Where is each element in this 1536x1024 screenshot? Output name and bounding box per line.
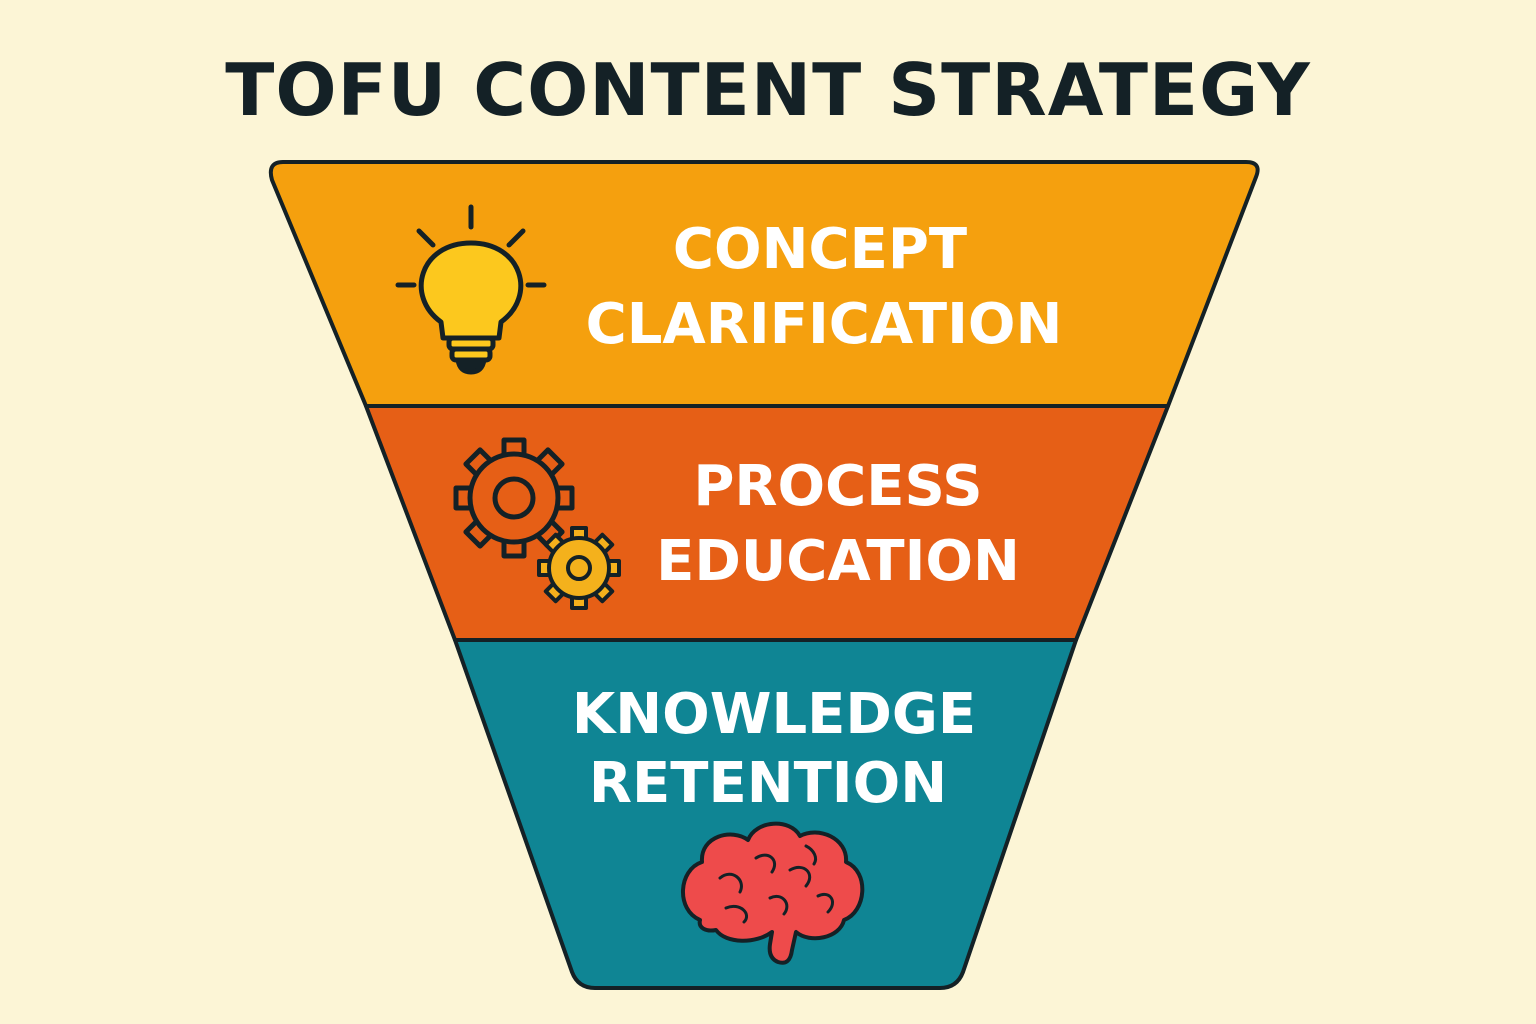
funnel-stage-process-education: PROCESS EDUCATION: [364, 404, 1170, 642]
stage-label-line1: PROCESS: [693, 454, 982, 519]
lightbulb-icon: [395, 204, 547, 375]
stage-label-line2: EDUCATION: [656, 529, 1020, 594]
page-title: TOFU CONTENT STRATEGY: [225, 48, 1311, 132]
funnel-stage-concept-clarification: CONCEPT CLARIFICATION: [268, 160, 1260, 408]
stage-band: [453, 638, 1078, 990]
stage-label-line2: CLARIFICATION: [586, 292, 1063, 357]
large-gear-icon: [453, 437, 575, 559]
brain-icon: [681, 821, 865, 965]
funnel-stage-knowledge-retention: KNOWLEDGE RETENTION: [453, 638, 1078, 990]
small-gear-icon: [537, 526, 621, 610]
gears-icon: [453, 437, 621, 610]
stage-label-line1: CONCEPT: [673, 217, 967, 282]
stage-label-line2: RETENTION: [589, 751, 947, 816]
stage-label-line1: KNOWLEDGE: [572, 682, 976, 747]
